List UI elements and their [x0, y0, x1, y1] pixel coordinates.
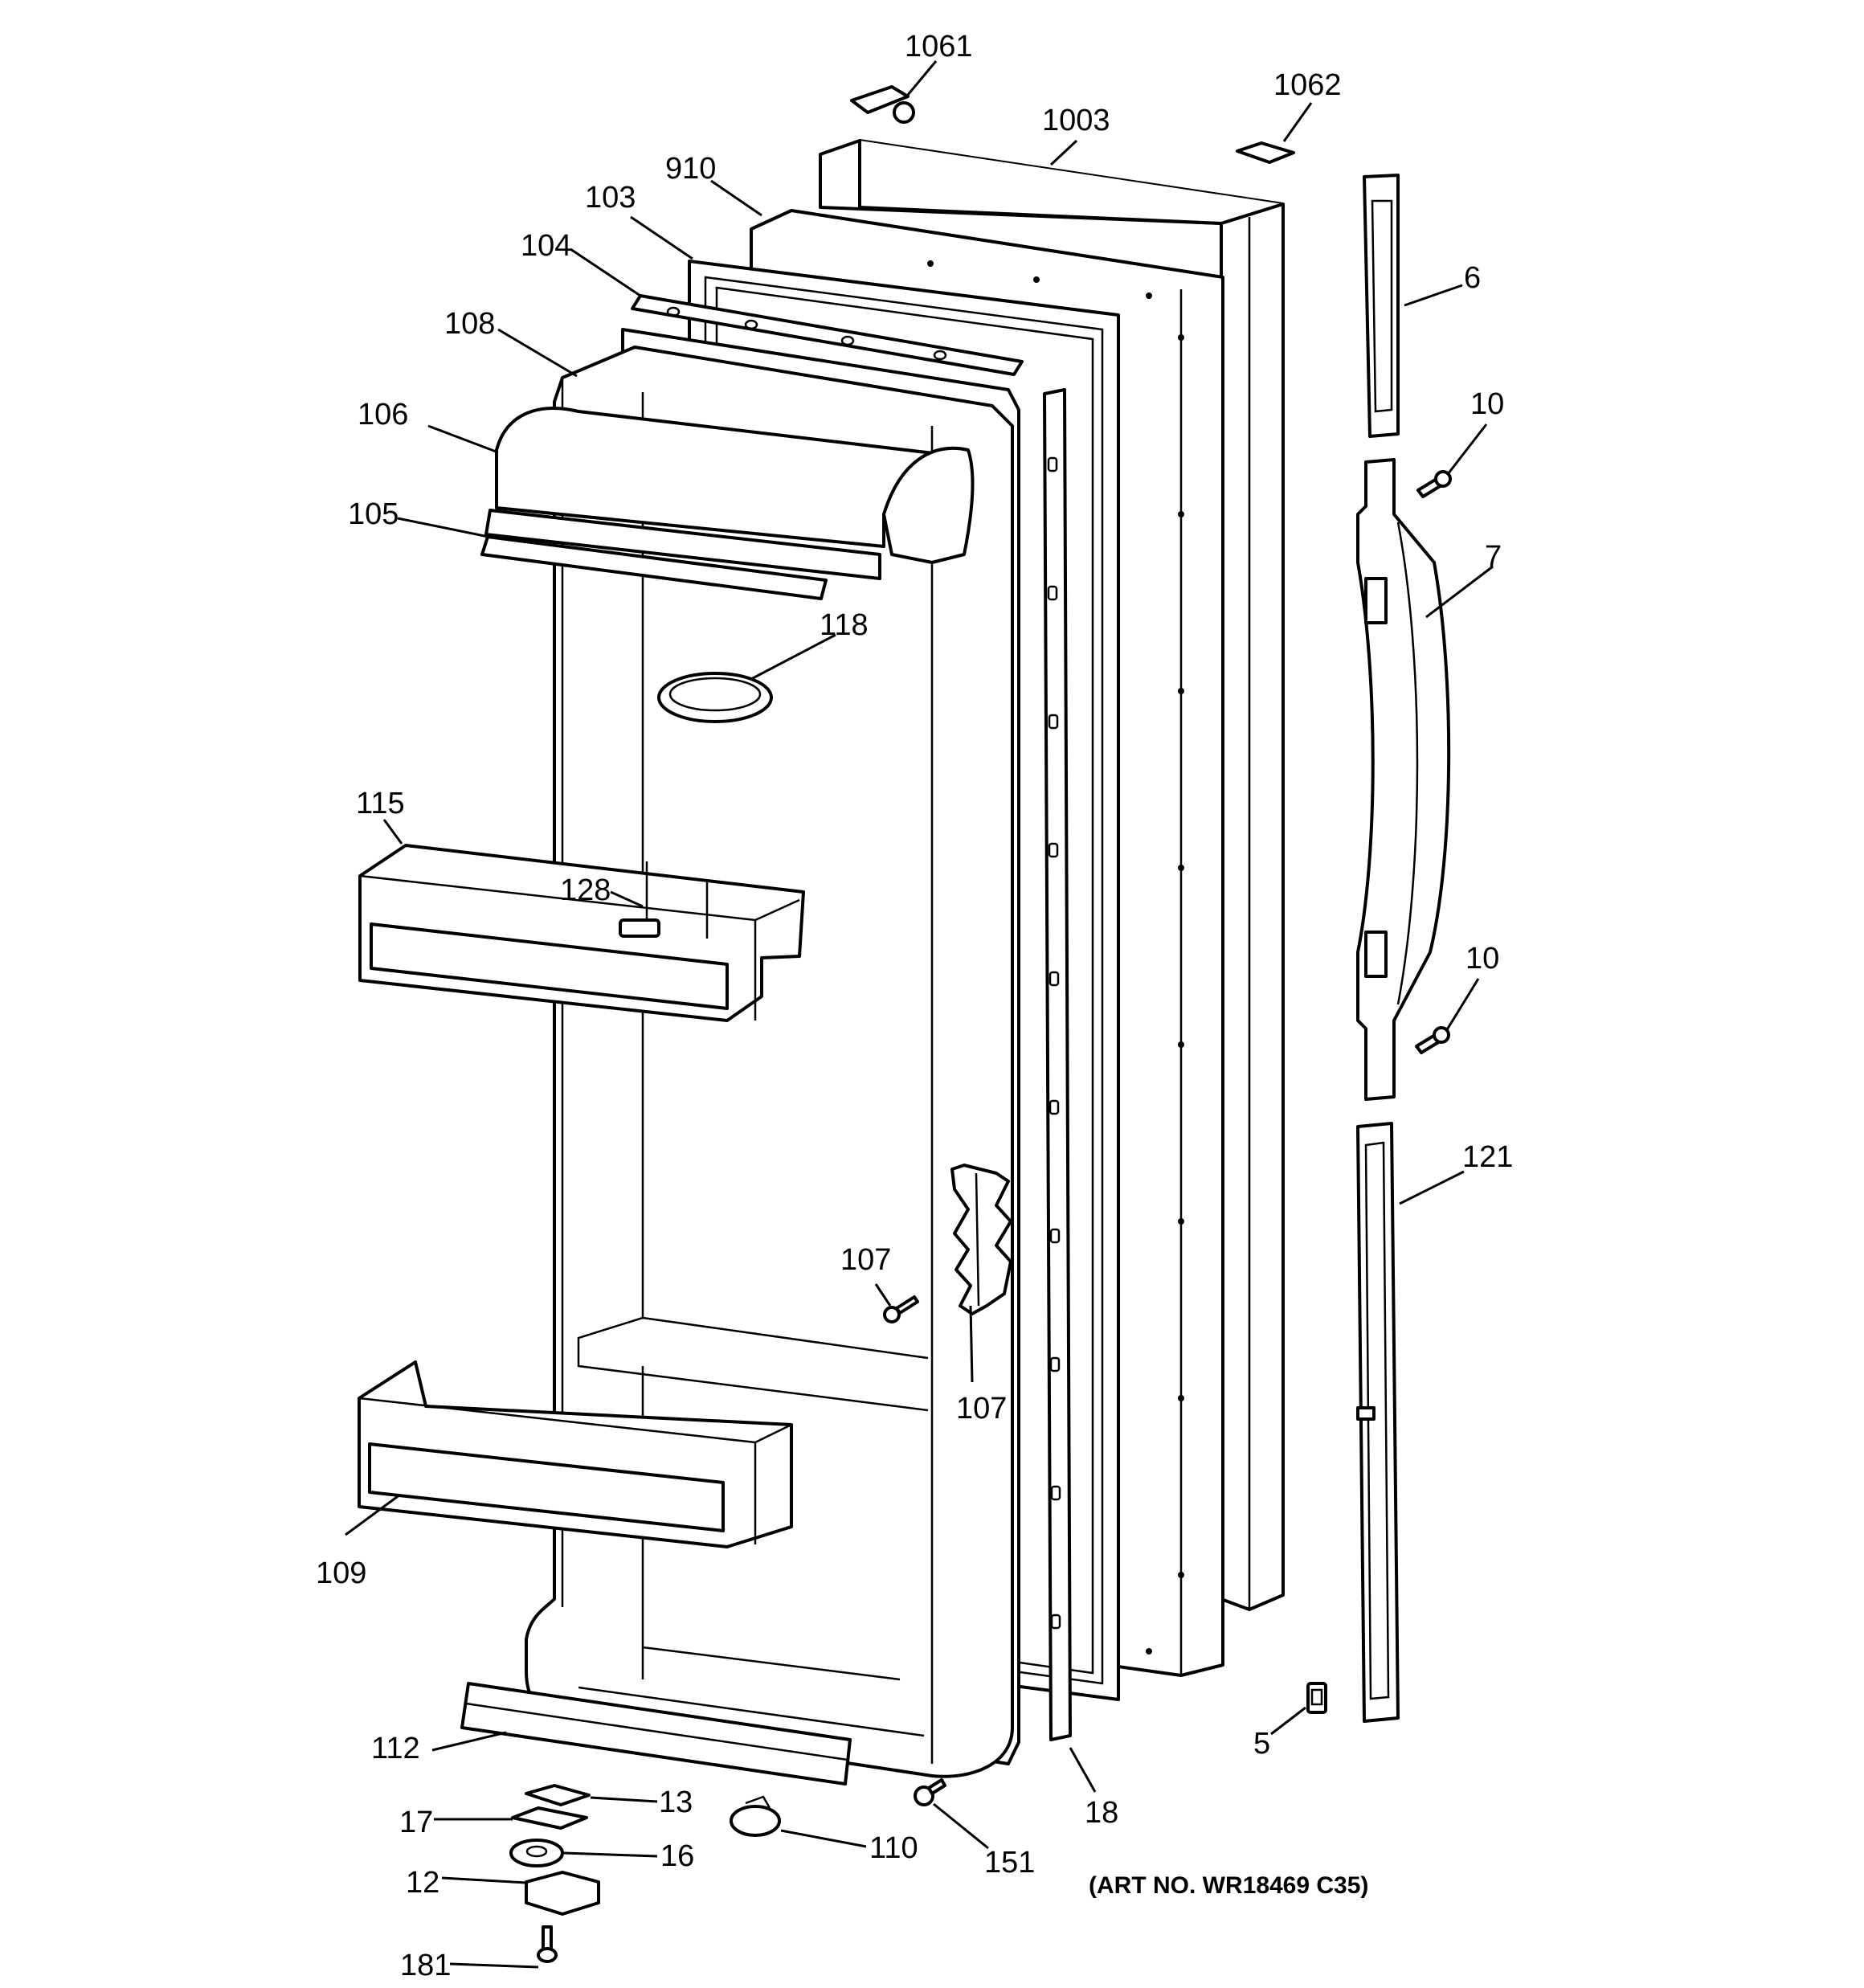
part-151-screw — [914, 1778, 946, 1806]
callout-16: 16 — [660, 1839, 694, 1873]
part-1062-bracket — [1236, 141, 1295, 164]
part-17-hinge-shim — [511, 1806, 588, 1830]
callout-181: 181 — [400, 1949, 451, 1982]
part-115-upper-bin — [358, 844, 805, 1022]
callout-5: 5 — [1253, 1727, 1270, 1761]
part-106-top-cover — [484, 407, 975, 580]
callout-121: 121 — [1462, 1140, 1513, 1174]
callout-12: 12 — [406, 1866, 439, 1900]
callout-112: 112 — [371, 1732, 420, 1765]
part-105-trim-bar — [480, 535, 828, 600]
callout-128: 128 — [560, 873, 611, 907]
callout-151: 151 — [984, 1846, 1035, 1880]
callout-17: 17 — [399, 1806, 433, 1839]
part-107-bracket — [950, 1164, 1012, 1315]
callout-1061: 1061 — [905, 30, 973, 63]
part-112-bottom-trim — [460, 1682, 852, 1786]
part-5-block — [1306, 1682, 1327, 1714]
callout-18: 18 — [1085, 1796, 1118, 1830]
callout-1003: 1003 — [1042, 104, 1110, 137]
part-107-screw — [883, 1295, 919, 1323]
callout-110: 110 — [869, 1831, 918, 1865]
callout-107-upper: 107 — [840, 1243, 891, 1277]
callout-10-upper: 10 — [1470, 387, 1504, 421]
part-18-side-strip — [1043, 388, 1072, 1741]
part-16-hinge-bushing — [509, 1839, 564, 1867]
callout-910: 910 — [665, 152, 716, 186]
callout-109: 109 — [316, 1556, 366, 1590]
callout-115: 115 — [356, 787, 405, 820]
callout-13: 13 — [659, 1786, 693, 1819]
part-13-hinge-plate — [525, 1784, 591, 1806]
callout-118: 118 — [820, 608, 869, 642]
callout-104: 104 — [521, 229, 571, 263]
art-number: (ART NO. WR18469 C35) — [1089, 1872, 1368, 1899]
part-12-hinge-bracket — [525, 1871, 600, 1916]
part-6-handle-cap — [1363, 174, 1400, 438]
part-7-door-handle — [1356, 458, 1451, 1101]
callout-1062: 1062 — [1273, 68, 1342, 102]
part-1003-outer-door — [819, 139, 1285, 1611]
callout-108: 108 — [444, 307, 495, 341]
part-104-top-strip — [631, 294, 1024, 376]
part-109-lower-bin — [358, 1360, 793, 1548]
part-10-screw-lower — [1415, 1026, 1450, 1054]
callout-106: 106 — [358, 398, 408, 432]
callout-107-lower: 107 — [956, 1392, 1007, 1426]
callout-105: 105 — [348, 497, 399, 531]
callout-103: 103 — [585, 181, 636, 215]
callout-6: 6 — [1464, 261, 1481, 295]
part-110-door-stop — [730, 1795, 781, 1837]
part-1061-hinge — [850, 85, 915, 124]
part-128-divider — [619, 918, 660, 938]
part-118-dish — [657, 672, 773, 723]
part-181-screw — [537, 1925, 558, 1963]
callout-10-lower: 10 — [1465, 942, 1499, 976]
callout-7: 7 — [1485, 540, 1502, 574]
part-10-screw-upper — [1416, 470, 1452, 498]
leader-lines — [345, 60, 1494, 1969]
part-121-handle-cap — [1356, 1122, 1400, 1723]
